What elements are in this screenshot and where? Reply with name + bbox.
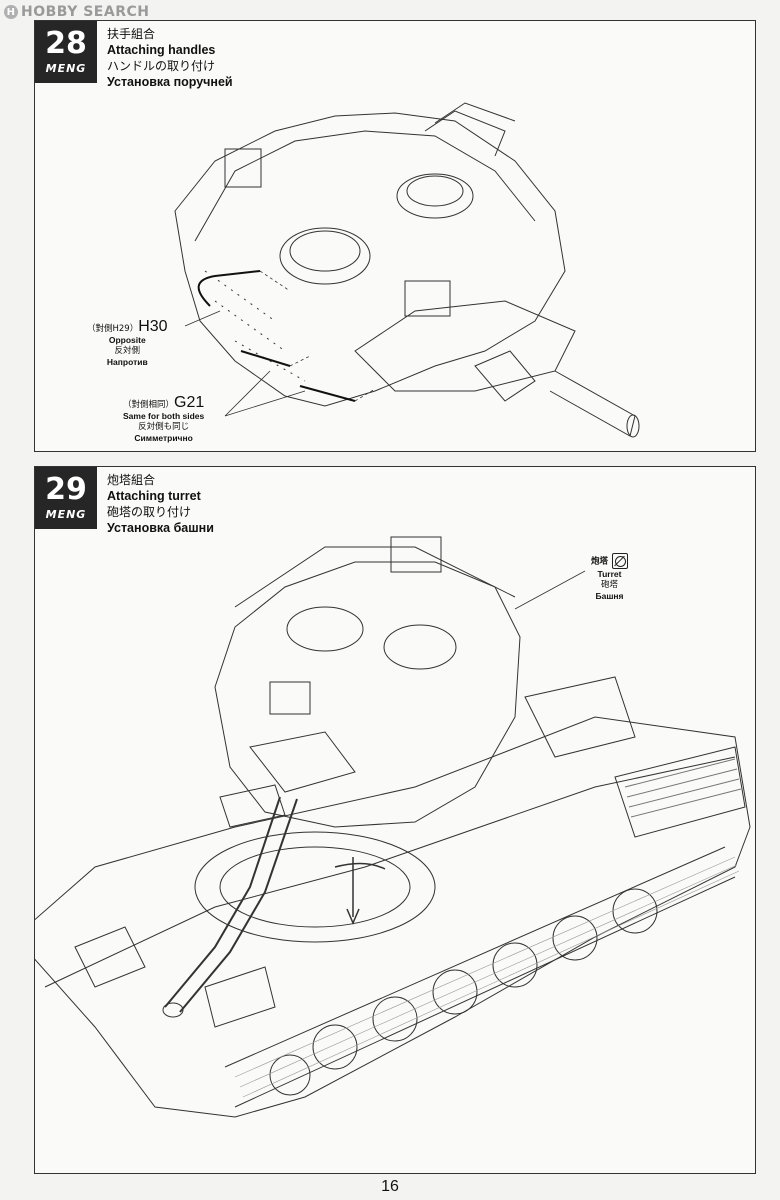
watermark-logo: H HOBBY SEARCH xyxy=(4,4,149,20)
turret-label-en: Turret xyxy=(597,569,622,579)
callout-h30-en: Opposite xyxy=(108,335,146,345)
step-badge: 29 MENG xyxy=(35,467,97,529)
title-ru: Установка поручней xyxy=(107,75,233,89)
callout-h30-ja: 反対側 xyxy=(114,346,141,356)
title-zh: 扶手組合 xyxy=(107,27,156,41)
part-code-g21: G21 xyxy=(174,394,205,411)
step-badge: 28 MENG xyxy=(35,21,97,83)
no-glue-icon xyxy=(612,553,629,569)
page-number: 16 xyxy=(381,1178,399,1195)
callout-h30-ru: Напротив xyxy=(106,357,148,367)
part-code-h30: H30 xyxy=(138,318,168,335)
callout-g21-ja: 反対側も同じ xyxy=(138,422,190,432)
turret-label-ja: 砲塔 xyxy=(601,580,619,590)
title-ja: ハンドルの取り付け xyxy=(107,59,216,73)
callout-h30-note: （對側H29） xyxy=(87,324,139,334)
step-29-panel: 29 MENG 炮塔組合 Attaching turret 砲塔の取り付け Ус… xyxy=(34,466,756,1174)
title-ru: Установка башни xyxy=(107,521,214,535)
callout-h30: （對側H29）H30 Opposite 反対側 Напротив xyxy=(87,318,168,368)
turret-label-ru: Башня xyxy=(595,591,624,601)
callout-g21-en: Same for both sides xyxy=(123,411,205,421)
title-en: Attaching turret xyxy=(107,489,201,503)
title-ja: 砲塔の取り付け xyxy=(107,505,192,519)
callout-g21-note: （對側相同） xyxy=(123,400,175,410)
callout-g21: （對側相同）G21 Same for both sides 反対側も同じ Сим… xyxy=(123,394,205,444)
title-en: Attaching handles xyxy=(107,43,216,57)
hobby-search-icon: H xyxy=(4,5,18,19)
watermark-text: HOBBY SEARCH xyxy=(21,4,150,20)
step-number: 29 xyxy=(45,472,87,507)
tank-turret-assembly-drawing xyxy=(35,536,751,1118)
turret-label-zh: 炮塔 xyxy=(591,555,609,566)
brand-logo: MENG xyxy=(45,62,87,75)
turret-handles-drawing xyxy=(174,102,640,438)
title-zh: 炮塔組合 xyxy=(107,473,156,487)
step-number: 28 xyxy=(45,26,87,61)
step-titles: 扶手組合 Attaching handles ハンドルの取り付け Установ… xyxy=(107,26,233,90)
step-28-panel: 28 MENG 扶手組合 Attaching handles ハンドルの取り付け… xyxy=(34,20,756,452)
brand-logo: MENG xyxy=(45,508,87,521)
callout-g21-ru: Симметрично xyxy=(134,433,193,443)
turret-callout: 炮塔 Turret 砲塔 Башня xyxy=(591,553,629,602)
step-titles: 炮塔組合 Attaching turret 砲塔の取り付け Установка … xyxy=(107,472,214,536)
